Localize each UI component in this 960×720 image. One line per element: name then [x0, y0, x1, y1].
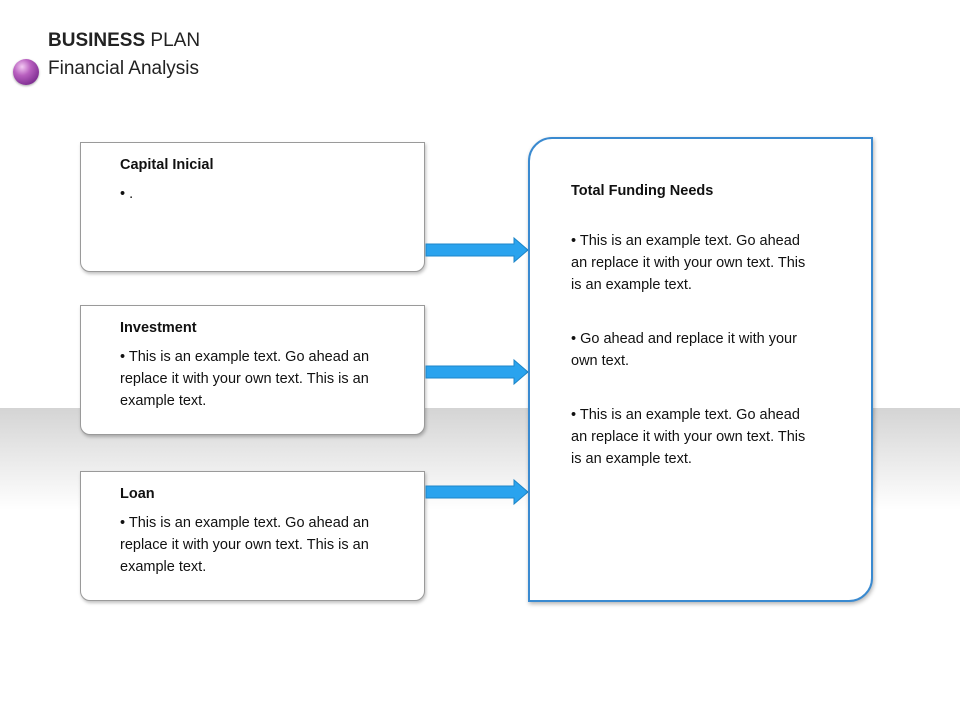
page-subtitle: Financial Analysis — [48, 58, 200, 79]
title-bold: BUSINESS — [48, 30, 146, 51]
arrow-right-icon — [425, 478, 529, 506]
box-text: • This is an example text. Go ahead an r… — [120, 515, 370, 575]
investment-box: Investment • This is an example text. Go… — [80, 305, 425, 435]
page-title: BUSINESS PLAN — [48, 29, 200, 52]
box-title: Loan — [120, 486, 155, 502]
header: BUSINESS PLAN Financial Analysis — [48, 29, 200, 85]
purple-ball-icon — [13, 59, 39, 85]
box-title: Capital Inicial — [120, 157, 214, 173]
main-title: Total Funding Needs — [571, 183, 714, 199]
box-text: • This is an example text. Go ahead an r… — [120, 349, 370, 409]
loan-box: Loan • This is an example text. Go ahead… — [80, 471, 425, 601]
capital-inicial-box: Capital Inicial • . — [80, 142, 425, 272]
main-item: • This is an example text. Go ahead an r… — [571, 233, 806, 293]
main-item: • This is an example text. Go ahead an r… — [571, 407, 806, 467]
total-funding-box: Total Funding Needs • This is an example… — [528, 137, 873, 602]
box-title: Investment — [120, 320, 197, 336]
main-item: • Go ahead and replace it with your own … — [571, 331, 797, 369]
arrow-right-icon — [425, 358, 529, 386]
title-rest: PLAN — [145, 30, 201, 51]
arrow-right-icon — [425, 236, 529, 264]
box-text: • . — [120, 186, 134, 202]
